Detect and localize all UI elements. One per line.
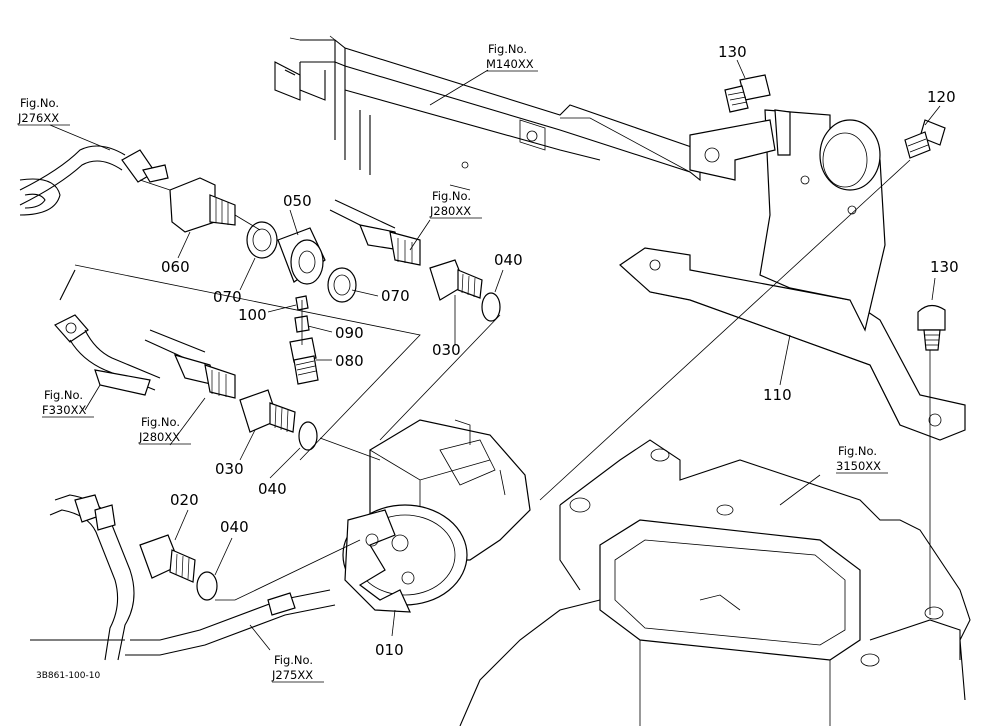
oring-040-middle <box>298 421 318 451</box>
fig-ref-j276: Fig.No. J276XX <box>17 96 70 126</box>
fig-ref-3150: Fig.No. 3150XX <box>836 444 888 474</box>
washer-070-upper <box>246 221 278 259</box>
fitting-060 <box>169 177 236 233</box>
svg-text:Fig.No.: Fig.No. <box>44 388 83 402</box>
label-010: 010 <box>375 641 404 659</box>
svg-text:3150XX: 3150XX <box>836 459 881 473</box>
pipe-j280-upper <box>329 199 421 266</box>
bracket-110 <box>619 109 966 441</box>
transmission-case-3150 <box>459 439 971 726</box>
svg-text:J275XX: J275XX <box>271 668 313 682</box>
oring-040-lower <box>196 571 218 601</box>
pipe-j280-lower <box>144 329 236 399</box>
pipe-f330 <box>54 269 161 396</box>
label-130-top: 130 <box>718 43 747 61</box>
fig-ref-f330: Fig.No. F330XX <box>42 388 94 418</box>
part-number-labels: 130 120 130 110 050 060 070 070 100 090 … <box>161 43 959 659</box>
leader-lines <box>49 59 941 651</box>
label-060: 060 <box>161 258 190 276</box>
diagram-code: 3B861-100-10 <box>36 671 100 681</box>
svg-text:F330XX: F330XX <box>42 403 86 417</box>
fitting-030-lower <box>239 389 296 433</box>
fig-ref-j280-upper: Fig.No. J280XX <box>429 189 482 219</box>
svg-text:J276XX: J276XX <box>17 111 59 125</box>
svg-text:Fig.No.: Fig.No. <box>838 444 877 458</box>
label-080: 080 <box>335 352 364 370</box>
svg-text:M140XX: M140XX <box>486 57 534 71</box>
svg-text:J280XX: J280XX <box>138 430 180 444</box>
svg-text:Fig.No.: Fig.No. <box>141 415 180 429</box>
svg-text:J280XX: J280XX <box>429 204 471 218</box>
label-100: 100 <box>238 306 267 324</box>
label-040-lower: 040 <box>220 518 249 536</box>
coupler-050 <box>277 227 326 285</box>
svg-text:Fig.No.: Fig.No. <box>488 42 527 56</box>
label-090: 090 <box>335 324 364 342</box>
label-070-right: 070 <box>381 287 410 305</box>
label-130-right: 130 <box>930 258 959 276</box>
oring-040-upper <box>481 292 501 322</box>
bolt-130-right <box>917 304 946 351</box>
bolt-130-top <box>724 74 771 113</box>
label-020: 020 <box>170 491 199 509</box>
valve-stack <box>289 295 319 385</box>
svg-text:Fig.No.: Fig.No. <box>20 96 59 110</box>
fitting-020 <box>139 534 196 583</box>
label-030-lower: 030 <box>215 460 244 478</box>
label-120: 120 <box>927 88 956 106</box>
fitting-030-upper <box>429 259 483 301</box>
label-070-left: 070 <box>213 288 242 306</box>
svg-text:Fig.No.: Fig.No. <box>274 653 313 667</box>
washer-070-lower <box>327 267 357 303</box>
svg-text:Fig.No.: Fig.No. <box>432 189 471 203</box>
label-050: 050 <box>283 192 312 210</box>
label-040-middle: 040 <box>258 480 287 498</box>
figure-references: Fig.No. M140XX Fig.No. J276XX Fig.No. J2… <box>17 42 888 683</box>
fig-ref-j280-lower: Fig.No. J280XX <box>138 415 191 445</box>
fig-ref-m140: Fig.No. M140XX <box>486 42 538 72</box>
pump-010 <box>342 419 531 613</box>
label-040-upper: 040 <box>494 251 523 269</box>
pipe-j276 <box>19 145 169 216</box>
fig-ref-j275: Fig.No. J275XX <box>271 653 324 683</box>
label-030-upper: 030 <box>432 341 461 359</box>
bolt-120 <box>904 119 946 159</box>
pipe-j275 <box>30 494 336 661</box>
guide-lines <box>74 117 931 615</box>
label-110: 110 <box>763 386 792 404</box>
